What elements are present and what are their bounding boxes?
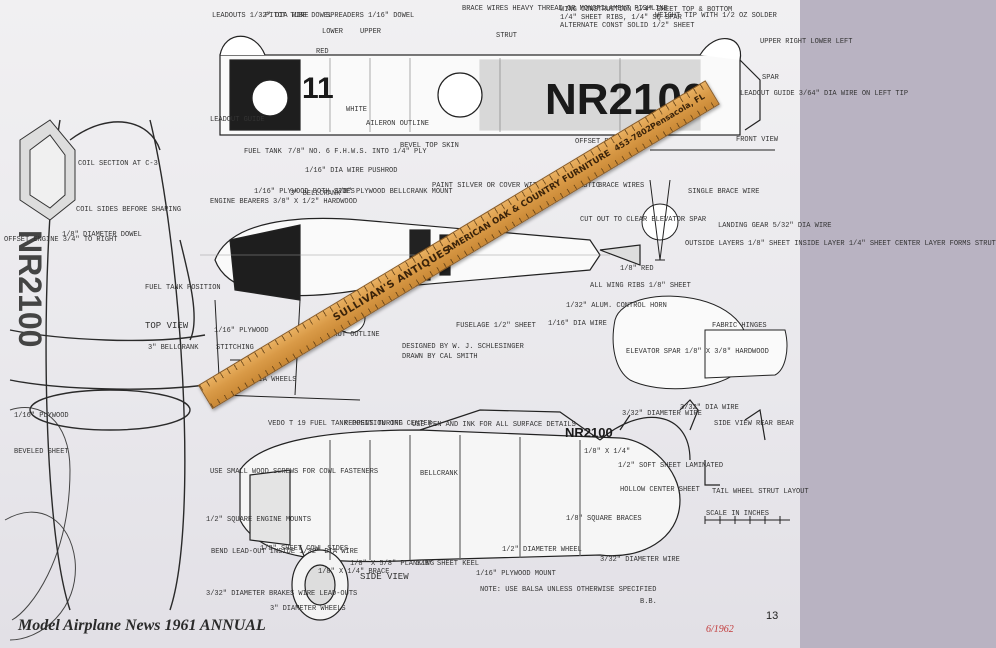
front-view	[641, 149, 775, 261]
label: LEADOUT GUIDE	[210, 116, 265, 124]
label: VEDO T 19 FUEL TANK POSITION OFF CENTER	[268, 420, 432, 428]
label: NOTE: USE BALSA UNLESS OTHERWISE SPECIFI…	[480, 586, 657, 594]
label: ELEVATOR SPAR 1/8" X 3/8" HARDWOOD	[626, 348, 769, 356]
label: 3/32" DIAMETER WIRE	[600, 556, 680, 564]
label: COIL SECTION AT C-3	[78, 160, 158, 168]
label: OUTSIDE LAYERS 1/8" SHEET INSIDE LAYER 1…	[685, 240, 996, 248]
label: 1/8" SQUARE BRACES	[566, 515, 642, 523]
label: SPREADERS 1/16" DOWEL	[326, 12, 415, 20]
tail-plan	[612, 295, 788, 390]
side-registration: NR2100	[565, 425, 613, 440]
side-view	[239, 409, 691, 621]
label: 3/32" DIAMETER BRAKES WIRE LEAD-OUTS	[206, 590, 358, 598]
label: 1/16" PLYWOOD MOUNT	[476, 570, 556, 578]
label: FUEL TANK	[244, 148, 282, 156]
label: 3/32" DIAMETER WIRE	[622, 410, 702, 418]
label: SINGLE BRACE WIRE	[688, 188, 760, 196]
magazine-footer-title: Model Airplane News 1961 ANNUAL	[18, 617, 266, 634]
label: 1/4" SHEET RIBS, 1/4" SQ SPAR	[560, 14, 682, 22]
label: 1/2" SQUARE ENGINE MOUNTS	[206, 516, 312, 524]
label: WHITE	[346, 106, 368, 114]
label: AILERON OUTLINE	[366, 120, 430, 128]
label: STRUT OUTLINE	[325, 331, 380, 339]
label: BELLCRANK	[420, 470, 458, 478]
tail-wheel-parts	[619, 399, 766, 486]
label: CUT OUT TO CLEAR ELEVATOR SPAR	[580, 216, 707, 224]
top-view-registration: NR2100	[12, 230, 48, 348]
label: ALTERNATE CONST SOLID 1/2" SHEET	[560, 22, 695, 30]
label: 1/16" PLYWOOD BOTH SIDES	[254, 188, 355, 196]
label: 1/8" PLYWOOD BELLCRANK MOUNT	[335, 188, 453, 196]
plan-drawings	[4, 35, 790, 641]
front-view-title: FRONT VIEW	[736, 136, 779, 144]
label: LOWER	[322, 28, 344, 36]
label: FUSELAGE 1/2" SHEET	[456, 322, 536, 330]
label: WING CONSTRUCTION 1/4" SHEET TOP & BOTTO…	[560, 6, 733, 14]
top-view-title: TOP VIEW	[145, 321, 189, 331]
label: 1/8" X 1/4" BRACE	[318, 568, 390, 576]
label: FABRIC HINGES	[712, 322, 767, 330]
label: 1/16" DIA WIRE PUSHROD	[305, 167, 398, 175]
label: 3" BELLCRANK	[290, 190, 341, 198]
label: HOLLOW CENTER SHEET	[620, 486, 700, 494]
designer-credit: DESIGNED BY W. J. SCHLESINGER	[402, 343, 524, 351]
label: SPAR	[762, 74, 779, 82]
label: 3/32" DIA WIRE	[680, 404, 739, 412]
label: FUEL TANK POSITION	[145, 284, 221, 292]
label: 1/32" ALUM. CONTROL HORN	[566, 302, 667, 310]
label: BEVEL TOP SKIN	[400, 142, 459, 150]
handwritten-note: 6/1962	[706, 624, 734, 635]
label: TAIL WHEEL STRUT LAYOUT	[712, 488, 809, 496]
label: BRACE WIRES	[598, 182, 645, 190]
page-number: 13	[766, 610, 779, 622]
label: 3" DIAMETER WHEELS	[270, 605, 346, 613]
label: 1/16" DIA WIRE	[548, 320, 607, 328]
label: STITCHING	[216, 344, 254, 352]
label: LEADOUTS 1/32" DIA WIRE	[212, 12, 309, 20]
label: 3" BELLCRANK	[148, 344, 199, 352]
label: UPPER	[360, 28, 382, 36]
label: SIDE VIEW REAR BEAR	[714, 420, 794, 428]
label: BEVELED SHEET	[14, 448, 69, 456]
label: OFFSET ENGINE 3/4" TO RIGHT	[4, 236, 118, 244]
cowl-coil	[19, 119, 76, 221]
side-ellipse-left	[4, 407, 76, 641]
label: UPPER RIGHT LOWER LEFT	[760, 38, 853, 46]
mid-fuselage-plan	[200, 217, 641, 301]
label: 1/16" PLYWOOD	[14, 412, 69, 420]
label: BRACE WIRES HEAVY THREAD OR MONOFILAMENT…	[462, 5, 668, 13]
label: B.B.	[640, 598, 657, 606]
label: 1/8" DIAMETER DOWEL	[62, 231, 142, 239]
label: ENGINE BEARERS 3/8" X 1/2" HARDWOOD	[210, 198, 358, 206]
scale-title: SCALE IN INCHES	[706, 510, 770, 518]
race-number: 11	[302, 72, 334, 105]
label: LANDING GEAR 5/32" DIA WIRE	[718, 222, 832, 230]
scale-bar	[704, 516, 790, 524]
label: USE PEN AND INK FOR ALL SURFACE DETAILS	[412, 421, 576, 429]
label: RED	[316, 48, 329, 56]
label: ALL WING RIBS 1/8" SHEET	[590, 282, 691, 290]
label: 1/16" PLYWOOD	[214, 327, 269, 335]
label: 1/8" SHEET COWL SIDES	[260, 545, 349, 553]
wing-ribs	[329, 58, 621, 132]
label: PAINT SILVER OR COVER WITH CLEAR PLASTIC	[432, 182, 601, 190]
label: REOPENS TURING	[344, 420, 403, 428]
label: USE SMALL WOOD SCREWS FOR COWL FASTENERS	[210, 468, 379, 476]
label: 1/8" X 5/8" PLANKING	[350, 560, 435, 568]
label: PITOT TUBE DOWEL	[265, 12, 333, 20]
label: COIL SIDES BEFORE SHAPING	[76, 206, 182, 214]
label: BEND LEAD-OUT INSIDE 1/32" DIA WIRE	[211, 548, 359, 556]
label: 1/8" RED	[620, 265, 654, 273]
label: 7/8" NO. 6 F.H.W.S. INTO 1/4" PLY	[288, 148, 427, 156]
label: 1/8" X 1/4"	[584, 448, 631, 456]
label: WEIGHT TIP WITH 1/2 OZ SOLDER	[655, 12, 777, 20]
drawn-credit: DRAWN BY CAL SMITH	[402, 353, 478, 361]
label: 1/2" SOFT SHEET LAMINATED	[618, 462, 724, 470]
label: 1/8" SHEET KEEL	[416, 560, 480, 568]
label: 1/2" DIAMETER WHEEL	[502, 546, 582, 554]
side-view-title: SIDE VIEW	[360, 572, 409, 582]
label: LEADOUT GUIDE 3/64" DIA WIRE ON LEFT TIP	[740, 90, 909, 98]
label: STRUT	[496, 32, 518, 40]
